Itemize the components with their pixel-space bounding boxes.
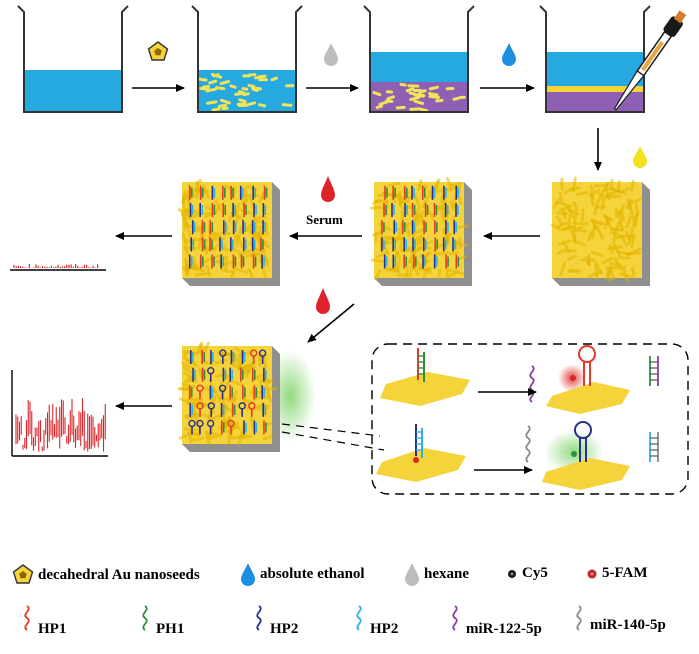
- assembly-scheme: [10, 5, 689, 495]
- legend-label: hexane: [424, 565, 469, 582]
- beaker-hexane-layer: [363, 5, 475, 113]
- beaker-water: [17, 5, 129, 113]
- beaker-seeds: [191, 5, 303, 113]
- legend-label: HP2: [370, 620, 399, 637]
- mir140-strand-icon: [525, 425, 531, 463]
- legend-label: absolute ethanol: [260, 565, 365, 582]
- mir140-strand-icon: [576, 605, 582, 631]
- legend-label: decahedral Au nanoseeds: [38, 566, 200, 583]
- pentagon-seed-icon: [147, 41, 169, 61]
- particle-probe-hp1: [380, 348, 470, 406]
- legend-item-cy5: Cy5: [506, 565, 548, 582]
- flat-signal-plot: [10, 264, 106, 271]
- legend-label: miR-140-5p: [590, 616, 666, 633]
- particle-hairpin-red: [546, 345, 630, 414]
- legend-item-seeds: decahedral Au nanoseeds: [12, 564, 200, 586]
- pipette-icon: [613, 10, 687, 168]
- ph1-strand-icon: [142, 605, 148, 631]
- legend-item-ph1: PH1: [138, 604, 184, 638]
- cy5-dot-icon: [508, 569, 516, 578]
- mechanism-inset: [371, 343, 689, 495]
- arrow-diagonal: [307, 303, 355, 343]
- mir122-strand-icon: [529, 365, 535, 403]
- legend-label: HP2: [270, 620, 299, 637]
- substrate-hybridized: [177, 341, 316, 452]
- hp2-strand-icon: [256, 605, 262, 631]
- sers-spectrum-plot: [11, 370, 108, 457]
- legend-item-mir122: miR-122-5p: [448, 604, 542, 638]
- zoom-line-1: [281, 423, 381, 437]
- particle-probe-hp2: [376, 424, 466, 482]
- serum-drop-icon: [321, 176, 335, 202]
- fam-dot-icon: [587, 569, 597, 578]
- zoom-line-2: [281, 431, 385, 451]
- serum-label: Serum: [306, 212, 343, 227]
- legend-label: HP1: [38, 620, 67, 637]
- substrate-au-film: [550, 176, 650, 286]
- substrate-probe-array: [369, 177, 472, 286]
- legend-item-mir140: miR-140-5p: [572, 604, 666, 638]
- hp1-strand-icon: [24, 605, 30, 631]
- hexane-drop-icon: [405, 563, 419, 586]
- mir122-strand-icon: [452, 605, 458, 631]
- legend-label: PH1: [156, 620, 185, 637]
- pentagon-seed-icon: [12, 564, 34, 584]
- duplex-released-2: [649, 432, 659, 462]
- legend-label: miR-122-5p: [466, 620, 542, 637]
- legend-label: 5-FAM: [602, 565, 648, 581]
- legend-item-fam: 5-FAM: [586, 565, 648, 582]
- ethanol-drop-icon: [241, 563, 255, 586]
- legend-item-hp1: HP1: [20, 604, 66, 638]
- legend-label: Cy5: [522, 565, 548, 581]
- particle-hairpin-green: [542, 421, 630, 490]
- legend-item-ethanol: absolute ethanol: [240, 562, 365, 586]
- beaker-ethanol-interface: [539, 5, 651, 113]
- duplex-released-1: [649, 356, 659, 386]
- legend-row-1: decahedral Au nanoseeds absolute ethanol…: [0, 556, 699, 596]
- hp2-strand-icon: [356, 605, 362, 631]
- hexane-drop-icon: [324, 43, 338, 66]
- legend-row-2: HP1 PH1 HP2 HP2 miR-122-5p miR-140-5p: [0, 604, 699, 644]
- target-drop-icon: [316, 288, 330, 314]
- substrate-serum: [177, 178, 280, 286]
- legend-item-hexane: hexane: [404, 562, 469, 586]
- legend-item-hp2-light: HP2: [352, 604, 398, 638]
- ethanol-drop-icon: [502, 43, 516, 66]
- legend-item-hp2-dark: HP2: [252, 604, 298, 638]
